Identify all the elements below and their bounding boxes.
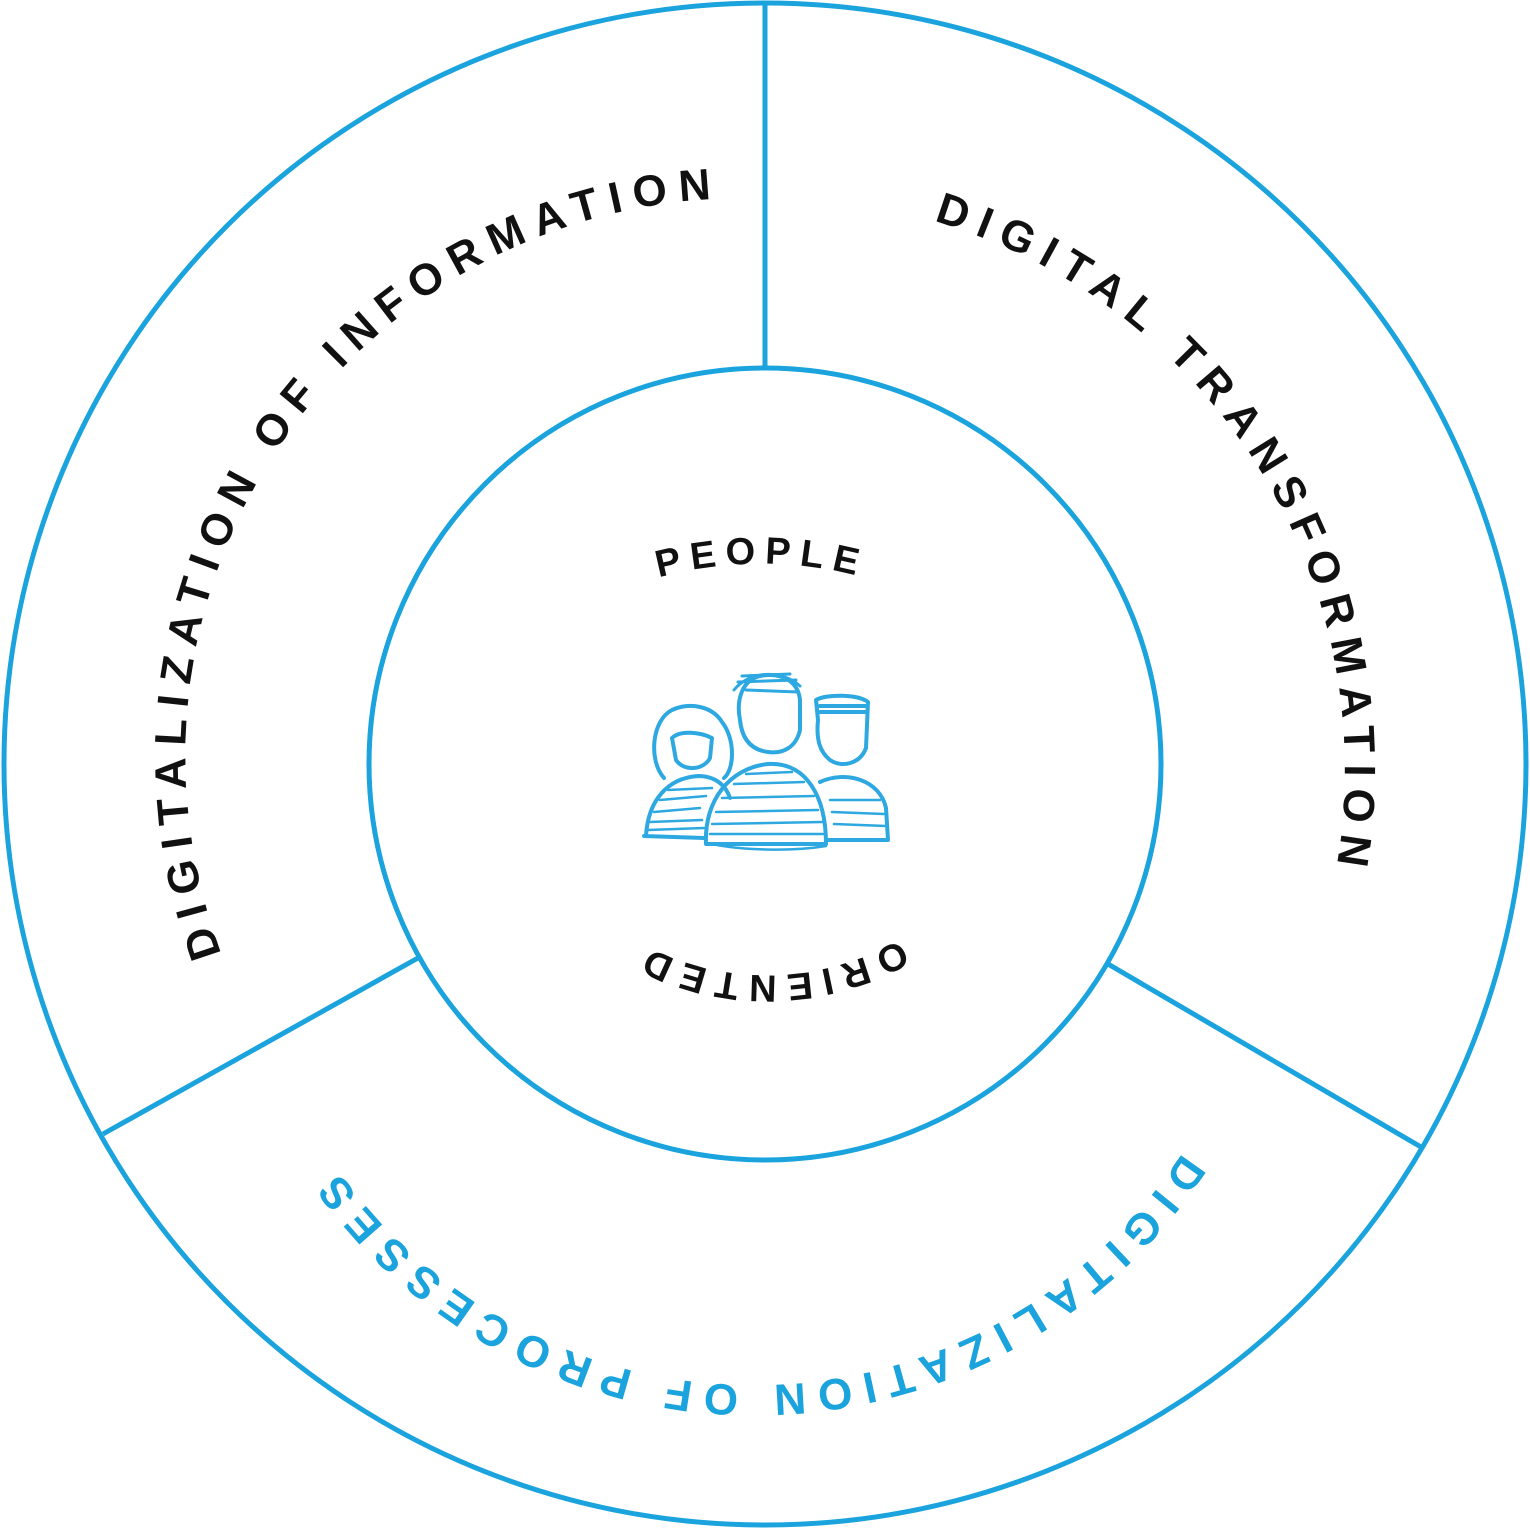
divider-bottom-left [101,955,420,1137]
divider-bottom-right [1106,961,1423,1150]
center-label-oriented: ORIENTED [629,932,915,1009]
people-group-icon [642,672,890,851]
segment-label-transformation: DIGITAL TRANSFORMATION [931,184,1385,881]
segment-label-processes: DIGITALIZATION OF PROCESSES [302,1147,1214,1425]
segment-label-information: DIGITALIZATION OF INFORMATION [146,159,723,966]
center-label-people: PEOPLE [651,530,872,586]
